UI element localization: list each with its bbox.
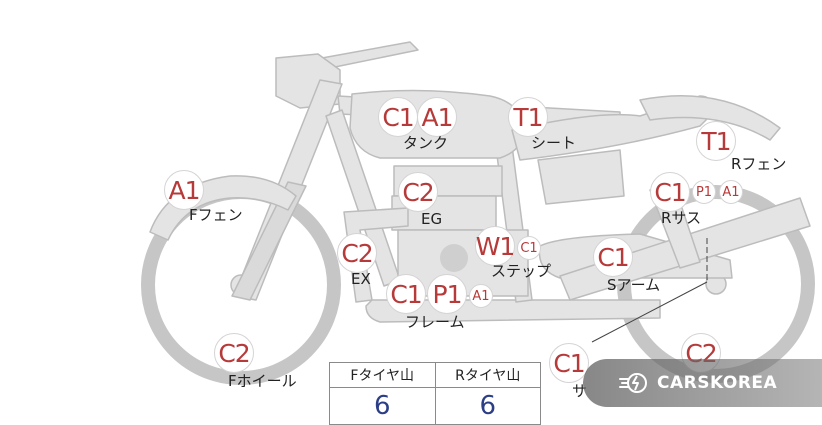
frame-code-2: P1 [427, 274, 467, 314]
rear-suspension-code-2: P1 [692, 180, 716, 204]
side-cover-shape [537, 149, 625, 205]
rear-wheel-leader-line [591, 281, 708, 343]
swingarm-label: Sアーム [607, 276, 661, 294]
front-wheel-label: Fホイール [228, 372, 297, 390]
rear-suspension-code-1: C1 [650, 172, 690, 212]
tire-tread-value-row: 6 6 [329, 387, 541, 425]
tank-label: タンク [403, 134, 449, 152]
step-code-1: W1 [475, 226, 515, 266]
front-wheel-code-1: C2 [214, 333, 254, 373]
rear-tire-tread-value: 6 [434, 387, 541, 425]
rear-fender-label: Rフェン [731, 155, 787, 173]
step-label: ステップ [491, 262, 552, 280]
engine-code-1: C2 [398, 172, 438, 212]
carskorea-logo-icon [619, 373, 647, 393]
tire-tread-header-row: Fタイヤ山 Rタイヤ山 [329, 362, 541, 388]
carskorea-watermark-text: CARSKOREA [657, 373, 778, 393]
front-fender-code-1: A1 [164, 170, 204, 210]
fork-tube-shape [231, 181, 307, 301]
carskorea-watermark: CARSKOREA [583, 359, 822, 407]
tank-code-1: C1 [378, 97, 418, 137]
tire-tread-table: Fタイヤ山 Rタイヤ山 6 6 [329, 362, 541, 425]
front-fender-label: Fフェン [189, 206, 243, 224]
tank-code-2: A1 [417, 97, 457, 137]
rear-suspension-label: Rサス [661, 209, 702, 227]
exhaust-code-1: C2 [337, 233, 377, 273]
frame-code-1: C1 [386, 274, 426, 314]
partial-part-code-1: C1 [549, 343, 589, 383]
engine-cover-shape [440, 244, 468, 272]
rear-fender-code-1: T1 [696, 121, 736, 161]
front-tire-tread-value: 6 [329, 387, 436, 425]
rear-suspension-code-3: A1 [719, 180, 743, 204]
rear-fender-shape [639, 95, 781, 141]
seat-label: シート [531, 134, 577, 152]
exhaust-label: EX [351, 270, 371, 288]
handlebar-shape [321, 41, 419, 69]
seat-code-1: T1 [508, 97, 548, 137]
rear-tire-tread-header: Rタイヤ山 [434, 362, 541, 388]
frame-label: フレーム [405, 313, 465, 331]
swingarm-code-1: C1 [593, 237, 633, 277]
frame-code-3: A1 [469, 284, 493, 308]
step-code-2: C1 [517, 236, 541, 260]
front-tire-tread-header: Fタイヤ山 [329, 362, 436, 388]
engine-label: EG [421, 210, 443, 228]
